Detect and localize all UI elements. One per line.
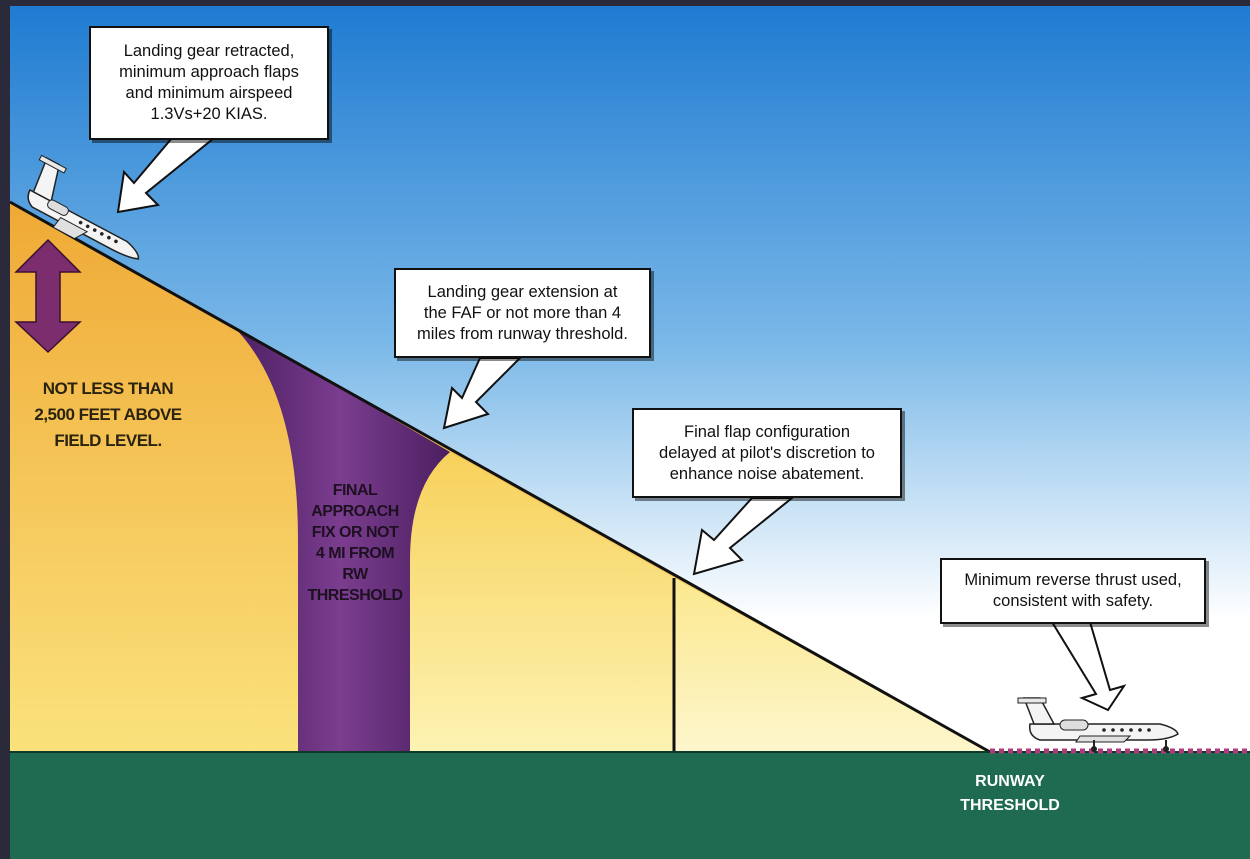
pointer-arrow-4: [1050, 621, 1127, 712]
double-arrow-icon: [14, 238, 82, 354]
aircraft-landed-icon: [1017, 697, 1179, 752]
zone-yellow: [410, 452, 674, 752]
pointer-arrow-2: [442, 357, 523, 430]
glide-path: [9, 200, 991, 754]
pointer-arrow-3: [692, 497, 795, 576]
runway-threshold-label: RUNWAY THRESHOLD: [960, 773, 1060, 814]
callout-reverse-thrust: Minimum reverse thrust used, consistent …: [940, 558, 1206, 624]
ground: [10, 752, 1250, 859]
callout-gear-retracted: Landing gear retracted, minimum approach…: [89, 26, 329, 140]
faf-label: FINAL APPROACH FIX OR NOT 4 MI FROM RW T…: [307, 482, 403, 604]
altitude-label: NOT LESS THAN 2,500 FEET ABOVE FIELD LEV…: [34, 379, 182, 450]
callout-final-flap: Final flap configuration delayed at pilo…: [632, 408, 902, 498]
callout-gear-extension: Landing gear extension at the FAF or not…: [394, 268, 651, 358]
faf-column: [232, 325, 450, 752]
aircraft-descending-icon: [27, 154, 140, 260]
pointer-arrow-1: [116, 137, 217, 214]
